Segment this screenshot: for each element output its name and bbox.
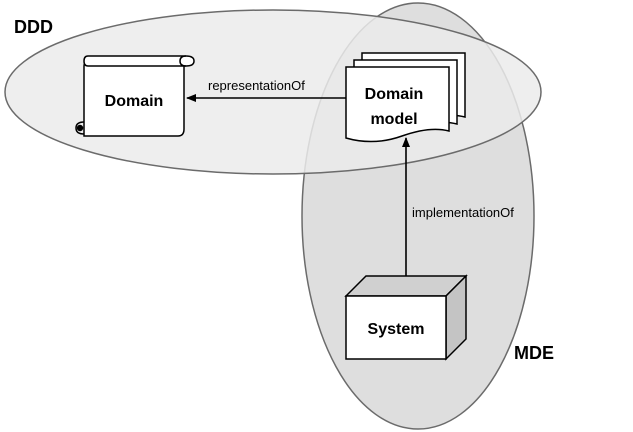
domain-model-label-line1: Domain	[365, 86, 424, 103]
representation-edge: representationOf	[186, 78, 346, 102]
domain-label: Domain	[105, 93, 164, 110]
system-label: System	[368, 321, 425, 338]
documents-icon	[345, 52, 466, 143]
implementation-edge: implementationOf	[402, 137, 514, 276]
domain-model-label-line2: model	[370, 111, 417, 128]
system-node: System	[344, 274, 468, 361]
domain-node: Domain	[75, 55, 195, 137]
scroll-icon	[75, 55, 195, 137]
mde-region-label: MDE	[514, 343, 554, 363]
cube-icon	[344, 274, 468, 361]
representation-label: representationOf	[208, 78, 305, 93]
ddd-region-label: DDD	[14, 17, 53, 37]
implementation-label: implementationOf	[412, 205, 514, 220]
domain-model-node: Domain model	[345, 52, 466, 143]
